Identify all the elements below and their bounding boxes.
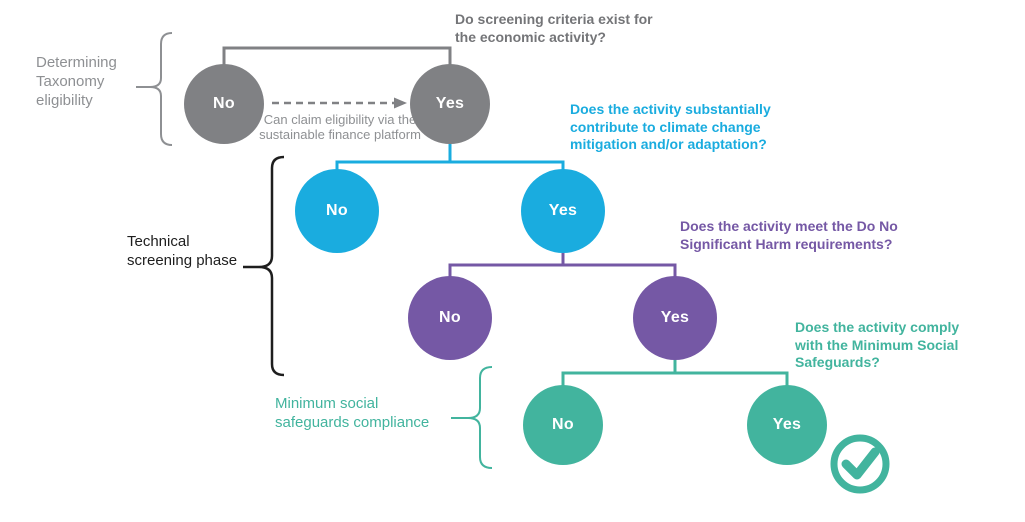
check-circle-icon <box>830 434 890 494</box>
dashed-arrow-head <box>394 97 407 109</box>
check-circle-ring <box>830 434 890 494</box>
question-substantial-contribution: Does the activity substantially contribu… <box>570 101 771 152</box>
node-eligibility-no: No <box>184 64 264 144</box>
node-label: Yes <box>772 416 802 433</box>
phase-label-safeguards: Minimum social safeguards compliance <box>275 395 430 431</box>
node-dnsh-no: No <box>408 276 492 360</box>
node-safeguards-yes: Yes <box>747 385 827 465</box>
connector-contribution <box>335 143 565 174</box>
node-safeguards-no: No <box>523 385 603 465</box>
phase-label-technical: Technical screening phase <box>127 233 238 269</box>
question-do-no-significant-harm: Does the activity meet the Do No Signifi… <box>680 218 898 252</box>
brace-safeguards <box>451 366 493 469</box>
connector-safeguards <box>561 358 789 389</box>
connector-eligibility <box>222 46 452 65</box>
node-contribution-yes: Yes <box>521 169 605 253</box>
node-eligibility-yes: Yes <box>410 64 490 144</box>
node-label: Yes <box>548 202 578 219</box>
connector-dnsh <box>448 251 677 280</box>
question-screening-criteria: Do screening criteria exist for the econ… <box>455 11 653 45</box>
node-label: No <box>326 202 348 219</box>
node-label: No <box>552 416 574 433</box>
node-label: No <box>213 95 235 112</box>
phase-label-eligibility: Determining Taxonomy eligibility <box>36 54 117 109</box>
brace-eligibility <box>136 32 173 146</box>
question-minimum-social-safeguards: Does the activity comply with the Minimu… <box>795 319 960 370</box>
node-dnsh-yes: Yes <box>633 276 717 360</box>
arrow-annotation: Can claim eligibility via the sustainabl… <box>259 112 421 142</box>
node-label: Yes <box>435 95 465 112</box>
brace-technical <box>243 155 285 377</box>
check-mark <box>841 447 880 480</box>
node-label: No <box>439 309 461 326</box>
node-contribution-no: No <box>295 169 379 253</box>
node-label: Yes <box>660 309 690 326</box>
